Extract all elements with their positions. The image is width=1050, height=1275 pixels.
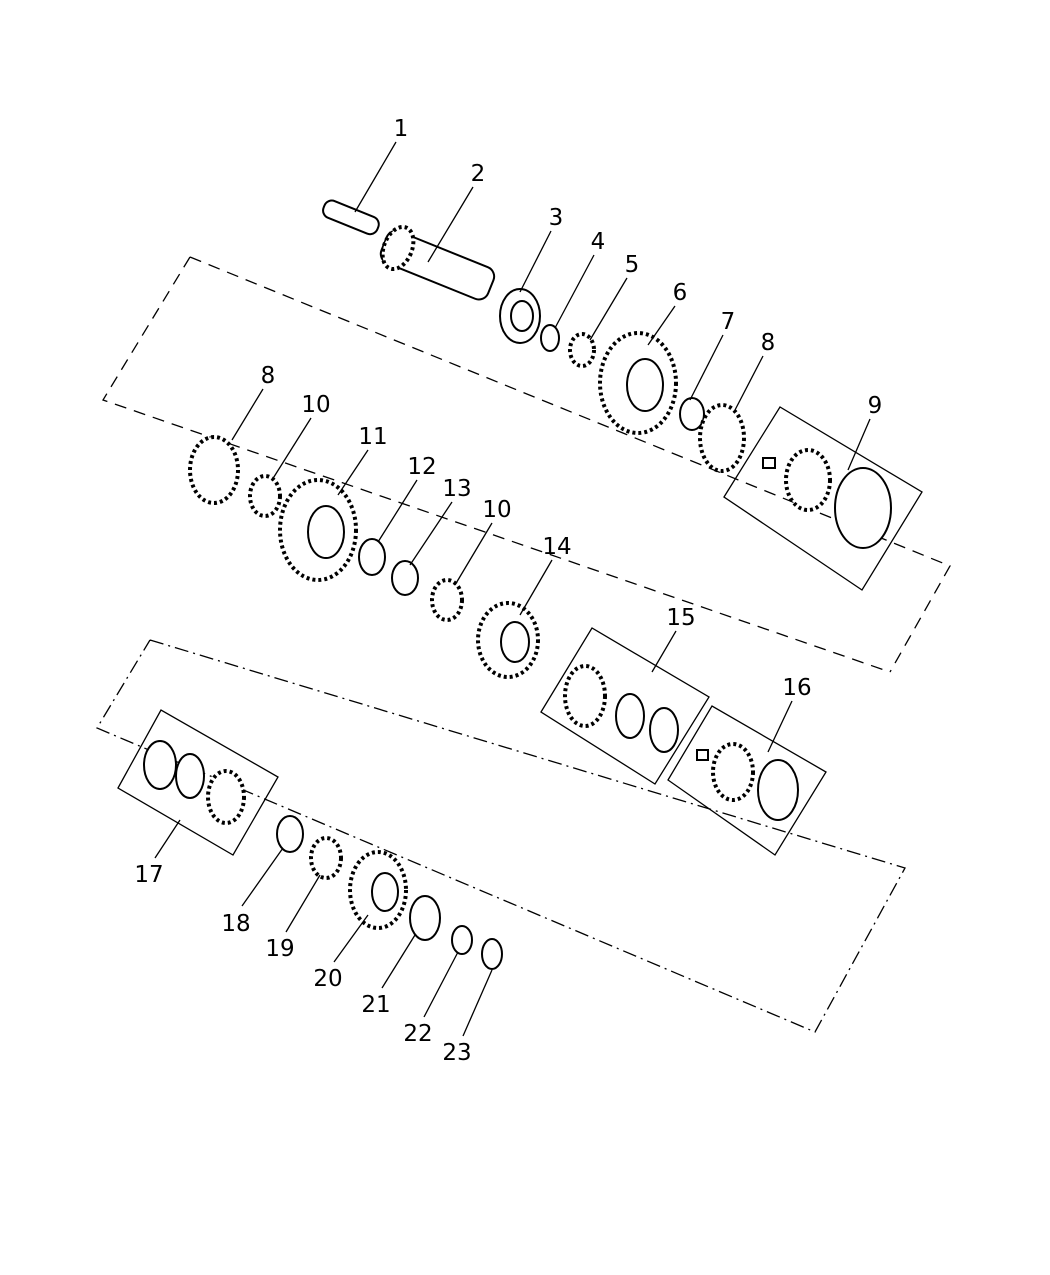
part-13-bushing (391, 560, 419, 596)
part-18-bushing (276, 815, 304, 853)
part-1-pin (322, 199, 380, 236)
callout-12: 12 (407, 454, 436, 480)
leader-lines (154, 141, 871, 1037)
callout-20: 20 (313, 966, 342, 992)
part-11-gear (278, 478, 358, 582)
callout-10: 10 (301, 392, 330, 418)
callout-15: 15 (666, 605, 695, 631)
dashdot-group-outline (96, 639, 906, 1033)
kit-box-9 (723, 406, 923, 591)
callout-10b: 10 (482, 497, 511, 523)
callout-11: 11 (358, 424, 387, 450)
callout-21: 21 (361, 992, 390, 1018)
callout-19: 19 (265, 936, 294, 962)
dashed-group-outline (189, 256, 951, 673)
part-19-needle-bearing (309, 836, 343, 880)
callout-16: 16 (782, 675, 811, 701)
part-10-needle-bearing-b (430, 578, 464, 622)
part-9-synchronizer (762, 448, 892, 549)
callout-8: 8 (761, 330, 776, 356)
part-6-gear (598, 331, 678, 435)
part-10-needle-bearing (248, 474, 282, 518)
callout-7: 7 (721, 309, 736, 335)
part-17-synchro-ring-kit (143, 740, 246, 825)
part-12-washer (358, 538, 386, 576)
part-16-synchronizer (696, 742, 799, 821)
callout-6: 6 (673, 280, 688, 306)
callout-1: 1 (394, 116, 409, 142)
part-20-gear (348, 850, 408, 930)
callout-14: 14 (542, 534, 571, 560)
callout-8b: 8 (261, 363, 276, 389)
callout-9: 9 (868, 393, 883, 419)
callout-18: 18 (221, 911, 250, 937)
callout-3: 3 (549, 205, 564, 231)
callout-4: 4 (591, 229, 606, 255)
dashed-group-outline-left (102, 256, 891, 673)
callout-22: 22 (403, 1021, 432, 1047)
kit-box-15 (540, 627, 710, 785)
part-15-synchro-ring-kit (563, 664, 679, 753)
part-22-spacer (451, 925, 473, 955)
part-2-input-shaft (379, 224, 496, 301)
callout-13: 13 (442, 476, 471, 502)
part-14-gear (476, 601, 540, 679)
callout-17: 17 (134, 862, 163, 888)
part-7-bushing (679, 397, 705, 431)
part-23-snap-ring (481, 938, 503, 970)
part-3-bearing (499, 288, 541, 344)
callout-2: 2 (471, 161, 486, 187)
part-21-bearing (409, 895, 441, 941)
part-5-needle-bearing (568, 332, 596, 368)
part-8-synchro-ring-b (188, 435, 240, 505)
callout-5: 5 (625, 252, 640, 278)
callout-23: 23 (442, 1040, 471, 1066)
part-4-snap-ring (540, 324, 560, 352)
kit-box-17 (117, 709, 279, 856)
part-8-synchro-ring (698, 403, 746, 473)
kit-box-16 (667, 705, 827, 856)
